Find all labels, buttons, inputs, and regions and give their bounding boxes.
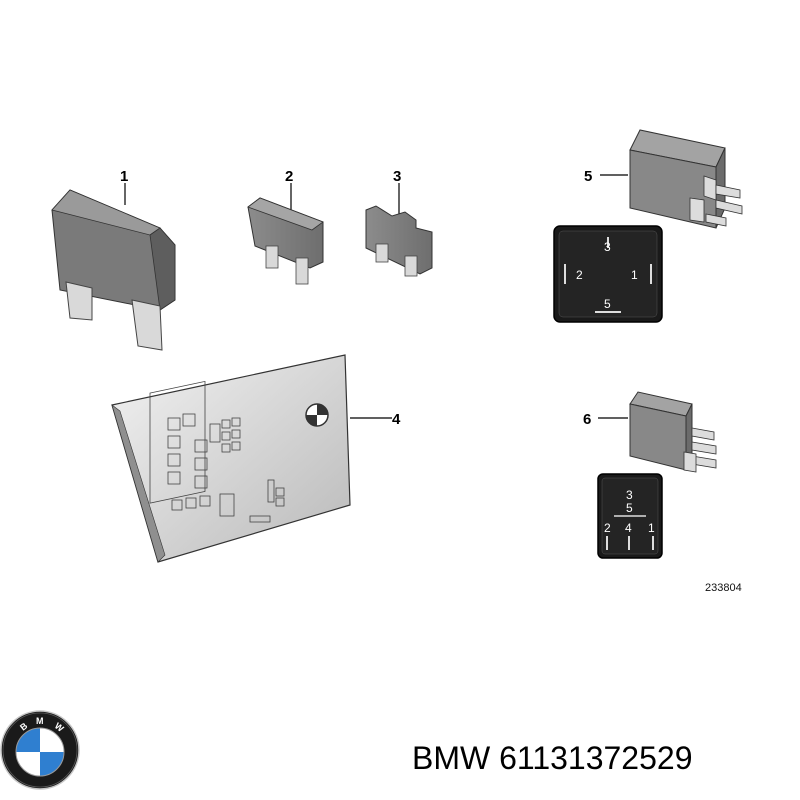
part-5-relay-large: 5 3 2 1 5: [553, 129, 743, 323]
relay6-pin-3: 3: [626, 488, 633, 502]
relay5-pin-2: 2: [576, 268, 583, 282]
relay6-pin-1: 1: [648, 521, 655, 535]
relay6-pin-5: 5: [626, 501, 633, 515]
relay5-pin-5: 5: [604, 297, 611, 311]
callout-4: 4: [392, 411, 401, 428]
relay5-pin-3: 3: [604, 240, 611, 254]
relay6-pin-2: 2: [604, 521, 611, 535]
callout-5: 5: [584, 168, 592, 185]
callout-2: 2: [285, 168, 293, 185]
callout-1: 1: [120, 168, 128, 185]
svg-text:M: M: [36, 716, 44, 726]
diagram-id: 233804: [705, 582, 742, 594]
svg-text:B: B: [18, 720, 30, 732]
bmw-logo-icon: B M W: [0, 710, 80, 790]
part-2-blade-fuse: 2: [247, 168, 324, 285]
part-number-caption: BMW 61131372529: [412, 740, 693, 776]
relay5-pin-1: 1: [631, 268, 638, 282]
relay6-pin-4: 4: [625, 521, 632, 535]
callout-6: 6: [583, 411, 591, 428]
part-3-fuse-holder: 3: [365, 168, 433, 277]
part-6-relay-mini: 6 3 5 2 4 1: [583, 391, 717, 559]
part-1-maxi-fuse: 1: [51, 168, 176, 351]
part-4-fuse-label-plate: 4: [111, 354, 401, 563]
callout-3: 3: [393, 168, 401, 185]
